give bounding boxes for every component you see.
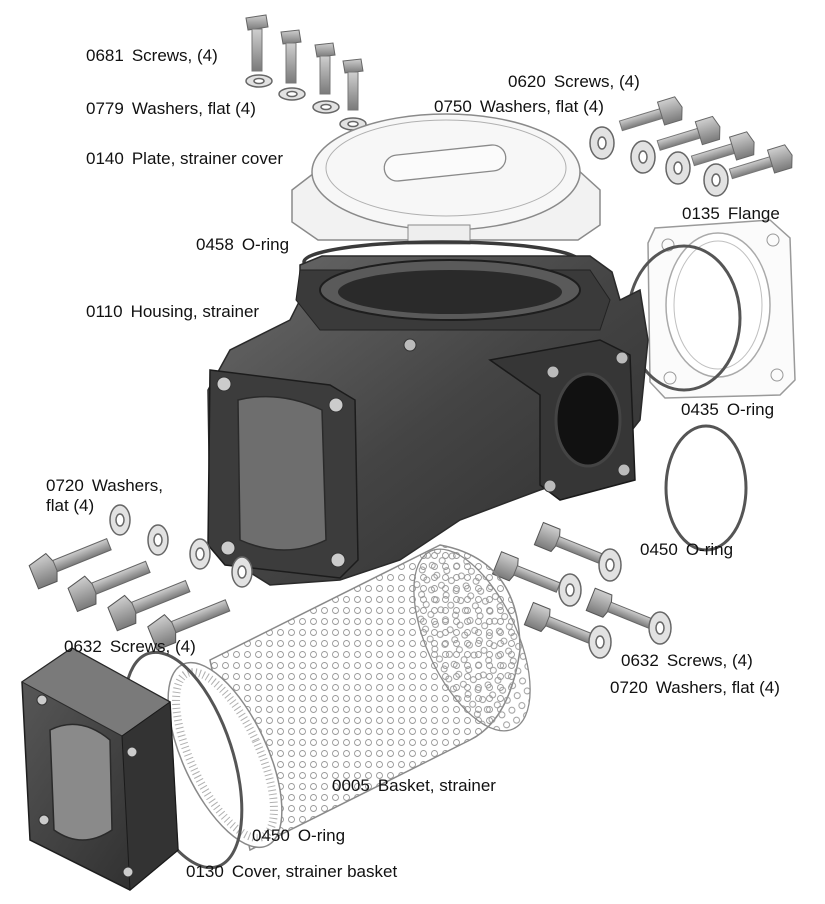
part-number: 0005 bbox=[332, 776, 370, 795]
part-description: Washers, flat (4) bbox=[479, 97, 604, 116]
part-description: Screws, (4) bbox=[553, 72, 640, 91]
label-0681: 0681 Screws, (4) bbox=[86, 46, 218, 66]
right-screws-0620 bbox=[618, 96, 793, 180]
label-0632a: 0632 Screws, (4) bbox=[64, 637, 196, 657]
flange-0135 bbox=[647, 219, 796, 399]
part-description: Washers, flat (4) bbox=[655, 678, 780, 697]
label-0720a: 0720 Washers, flat (4) bbox=[46, 476, 163, 516]
label-0450a: 0450 O-ring bbox=[640, 540, 733, 560]
part-number: 0135 bbox=[682, 204, 720, 223]
label-0458: 0458 O-ring bbox=[196, 235, 289, 255]
part-number: 0720 bbox=[46, 476, 84, 495]
part-description: Washers, bbox=[91, 476, 163, 495]
strainer-basket-cover-0130 bbox=[21, 647, 179, 892]
label-0450b: 0450 O-ring bbox=[252, 826, 345, 846]
o-ring-0435 bbox=[664, 424, 748, 552]
part-description: Washers, flat (4) bbox=[131, 99, 256, 118]
left-screws-0632a bbox=[28, 538, 231, 651]
part-number: 0750 bbox=[434, 97, 472, 116]
strainer-cover-plate-0140 bbox=[291, 113, 601, 245]
label-0720b: 0720 Washers, flat (4) bbox=[610, 678, 780, 698]
top-screws-0681 bbox=[245, 14, 364, 111]
right-washers-0750 bbox=[589, 126, 729, 197]
label-0135: 0135 Flange bbox=[682, 204, 780, 224]
part-number: 0450 bbox=[640, 540, 678, 559]
left-washers-0720a bbox=[109, 504, 253, 588]
part-number: 0140 bbox=[86, 149, 124, 168]
label-0435: 0435 O-ring bbox=[681, 400, 774, 420]
part-description: Screws, (4) bbox=[131, 46, 218, 65]
label-0005: 0005 Basket, strainer bbox=[332, 776, 496, 796]
label-0130: 0130 Cover, strainer basket bbox=[186, 862, 397, 882]
screw bbox=[280, 29, 302, 84]
part-number: 0779 bbox=[86, 99, 124, 118]
part-description: Basket, strainer bbox=[377, 776, 496, 795]
part-description-line2: flat (4) bbox=[46, 496, 95, 515]
part-description: O-ring bbox=[297, 826, 346, 845]
top-washers-0779 bbox=[245, 74, 367, 131]
label-0140: 0140 Plate, strainer cover bbox=[86, 149, 283, 169]
part-number: 0681 bbox=[86, 46, 124, 65]
part-number: 0720 bbox=[610, 678, 648, 697]
part-description: Flange bbox=[727, 204, 780, 223]
part-description: Screws, (4) bbox=[666, 651, 753, 670]
label-0750: 0750 Washers, flat (4) bbox=[434, 97, 604, 117]
screw bbox=[245, 14, 269, 72]
part-description: O-ring bbox=[726, 400, 775, 419]
strainer-basket-0005 bbox=[167, 544, 531, 852]
label-0620: 0620 Screws, (4) bbox=[508, 72, 640, 92]
strainer-housing-0110 bbox=[207, 255, 649, 586]
part-number: 0632 bbox=[64, 637, 102, 656]
screw bbox=[342, 58, 364, 111]
label-0110: 0110 Housing, strainer bbox=[86, 302, 259, 322]
part-number: 0632 bbox=[621, 651, 659, 670]
label-0779: 0779 Washers, flat (4) bbox=[86, 99, 256, 119]
part-description: Screws, (4) bbox=[109, 637, 196, 656]
part-number: 0620 bbox=[508, 72, 546, 91]
part-description: O-ring bbox=[241, 235, 290, 254]
part-description: Cover, strainer basket bbox=[231, 862, 398, 881]
part-description: Housing, strainer bbox=[130, 302, 260, 321]
part-description: Plate, strainer cover bbox=[131, 149, 284, 168]
part-number: 0110 bbox=[86, 302, 123, 321]
screw bbox=[314, 42, 336, 95]
part-number: 0435 bbox=[681, 400, 719, 419]
part-number: 0458 bbox=[196, 235, 234, 254]
right-screws-0632b bbox=[491, 521, 655, 644]
part-number: 0450 bbox=[252, 826, 290, 845]
part-number: 0130 bbox=[186, 862, 224, 881]
right-washers-0720b bbox=[558, 548, 672, 659]
label-0632b: 0632 Screws, (4) bbox=[621, 651, 753, 671]
part-description: O-ring bbox=[685, 540, 734, 559]
